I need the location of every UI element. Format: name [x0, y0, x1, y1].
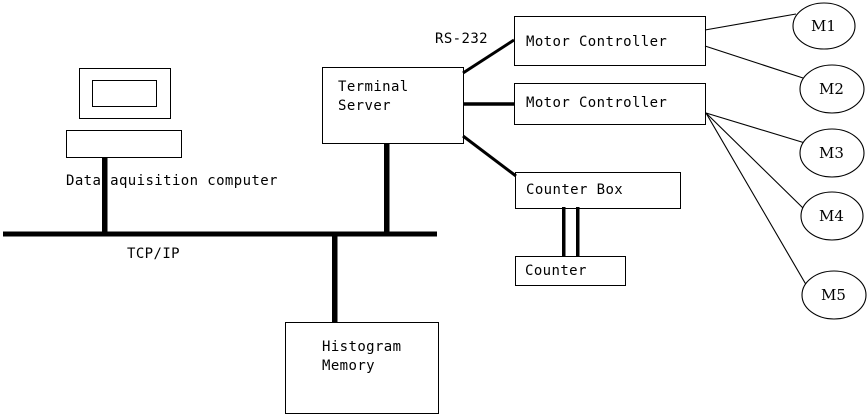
motor-m5-label: M5 — [821, 286, 846, 304]
histogram-memory-to-bus-line — [332, 233, 338, 323]
terminal-server-label-line1: Terminal — [338, 79, 409, 95]
computer-to-bus-line — [102, 157, 108, 235]
tcpip-edge-label: TCP/IP — [127, 246, 180, 262]
histogram-memory-label-line1: Histogram — [322, 339, 402, 355]
motor-m1-label: M1 — [811, 17, 836, 35]
motor-controller-2-to-m3-line — [705, 112, 806, 144]
computer-base-box — [66, 130, 182, 158]
motor-m4-label: M4 — [819, 207, 844, 225]
motor-controller-1-to-m1-line — [704, 13, 797, 31]
terminal-server-to-counter-box-line — [462, 134, 517, 178]
terminal-server-box[interactable] — [322, 67, 464, 144]
motor-m1-ellipse[interactable] — [792, 2, 856, 50]
terminal-server-to-bus-line — [384, 142, 390, 236]
motor-controller-2-to-m5-line — [705, 112, 809, 289]
motor-m3-ellipse[interactable] — [799, 128, 865, 178]
computer-monitor-screen — [92, 80, 157, 107]
motor-m2-ellipse[interactable] — [799, 64, 865, 114]
motor-controller-2-to-m4-line — [705, 112, 806, 211]
motor-controller-2-label: Motor Controller — [526, 95, 668, 111]
terminal-server-to-motor-controller-1-line — [462, 38, 515, 75]
motor-controller-2-box[interactable] — [514, 83, 706, 125]
motor-m2-label: M2 — [819, 80, 844, 98]
rs232-edge-label: RS-232 — [435, 31, 488, 47]
counter-box-label: Counter Box — [526, 182, 624, 198]
motor-controller-1-box[interactable] — [514, 16, 706, 66]
counter-box-to-counter-line-right — [576, 207, 580, 257]
computer-label: Data aquisition computer — [66, 173, 278, 189]
counter-box[interactable] — [515, 256, 626, 286]
tcpip-bus-line — [3, 231, 437, 237]
terminal-server-label-line2: Server — [338, 98, 391, 114]
motor-controller-1-label: Motor Controller — [526, 34, 668, 50]
motor-m5-ellipse[interactable] — [801, 270, 867, 320]
histogram-memory-label-line2: Memory — [322, 358, 375, 374]
motor-m3-label: M3 — [819, 144, 844, 162]
counter-label: Counter — [525, 263, 587, 279]
counter-box-box[interactable] — [515, 172, 681, 209]
counter-box-to-counter-line-left — [562, 207, 566, 257]
motor-controller-1-to-m2-line — [704, 45, 804, 79]
motor-m4-ellipse[interactable] — [800, 191, 864, 241]
